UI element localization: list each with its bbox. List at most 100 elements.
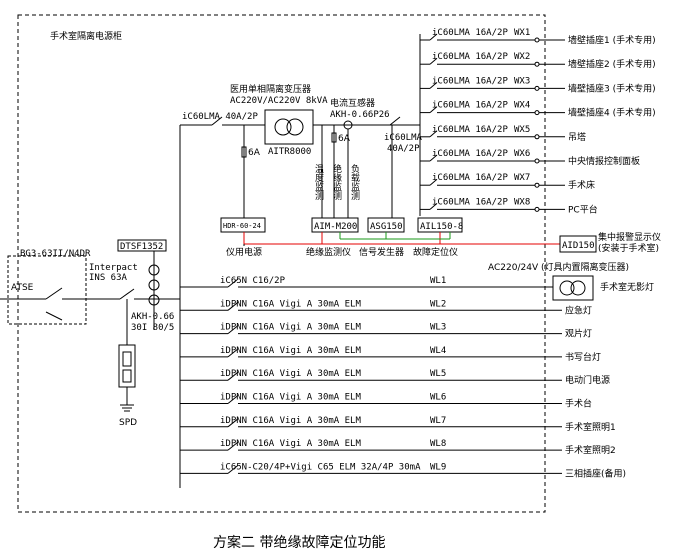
transformer-coil-2: [286, 118, 304, 136]
wl-load: 手术室照明2: [565, 444, 616, 456]
wl-id: WL5: [430, 369, 446, 379]
cabinet-outline: [17, 14, 546, 513]
wl-switch: [227, 348, 239, 358]
lamp-transformer-box: [552, 275, 594, 301]
wx-id: WX8: [514, 197, 530, 207]
wx-switch: [429, 154, 438, 162]
main-breaker-model: BG3-63II/N4DR: [20, 249, 91, 259]
alarm-line2: (安装于手术室): [598, 242, 659, 254]
ct-fuse-label: 6A: [338, 134, 351, 144]
wl-id: WL8: [430, 439, 446, 449]
wx-switch: [429, 106, 438, 113]
wx-breaker-label: iC60LMA 16A/2P: [432, 52, 508, 62]
wx-switch: [429, 178, 438, 186]
wx-id: WX5: [514, 125, 530, 135]
wl-breaker-label: iDPNN C16A Vigi A 30mA ELM: [220, 299, 361, 309]
wx-id: WX6: [514, 149, 530, 159]
wx-terminal: [534, 182, 540, 188]
cabinet-label: 手术室隔离电源柜: [50, 30, 122, 42]
wl-switch: [227, 371, 239, 381]
wl-id: WL2: [430, 299, 446, 309]
wl-load: 书写台灯: [565, 351, 601, 363]
wx-load: PC平台: [568, 203, 598, 215]
transformer-coil-1: [274, 118, 292, 136]
alarm-line1: 集中报警显示仪: [598, 231, 661, 243]
ct-main-line1: AKH-0.66: [131, 312, 174, 322]
wx-breaker-label: iC60LMA 16A/2P: [432, 149, 508, 159]
monitor-temp: 温度监测: [313, 164, 324, 201]
wl-load: 电动门电源: [565, 374, 610, 386]
wx-load: 墙壁插座3 (手术专用): [568, 82, 656, 94]
wx-id: WX7: [514, 173, 530, 183]
wx-terminal: [534, 85, 540, 91]
ats-label: ATSE: [11, 283, 34, 293]
label-insulation: 绝缘监测仪: [306, 246, 351, 258]
wx-terminal: [534, 110, 540, 116]
wl-id: WL6: [430, 393, 446, 403]
wl-switch: [227, 465, 239, 474]
label-fault: 故障定位仪: [413, 246, 458, 258]
wx-terminal: [534, 158, 540, 164]
ats-box: [7, 255, 87, 325]
wl-breaker-label: iDPNN C16A Vigi A 30mA ELM: [220, 416, 361, 426]
wl-load: 手术室照明1: [565, 421, 616, 433]
wl-breaker-label: iDPNN C16A Vigi A 30mA ELM: [220, 346, 361, 356]
wl-breaker-label: iC65N C16/2P: [220, 276, 286, 286]
wl-load: 观片灯: [565, 328, 592, 340]
dtsf-box: [117, 239, 167, 252]
wx-switch: [429, 33, 438, 41]
wl-id: WL7: [430, 416, 446, 426]
main-ct: [148, 294, 160, 306]
wx-switch: [429, 203, 438, 210]
wl-switch: [227, 441, 239, 451]
wl-breaker-label: iDPNN C16A Vigi A 30mA ELM: [220, 439, 361, 449]
wl-load: 应急灯: [565, 304, 592, 316]
wl-id: WL3: [430, 323, 446, 333]
wl-switch: [227, 418, 239, 428]
wx-terminal: [534, 206, 540, 212]
wx-id: WX1: [514, 28, 530, 38]
asg-label: ASG150: [370, 222, 403, 232]
wl-id: WL4: [430, 346, 446, 356]
hdr-label: HDR-60-24: [223, 222, 261, 230]
wl-switch: [227, 301, 239, 311]
left-fuse-label: 6A: [248, 148, 261, 158]
interpact-line1: Interpact: [89, 263, 138, 273]
ail-label: AIL150-8: [420, 222, 463, 232]
wx-load: 手术床: [568, 179, 595, 191]
wx-breaker-label: iC60LMA 16A/2P: [432, 197, 508, 207]
dtsf-ct-1: [148, 264, 160, 276]
ct-label-line2: AKH-0.66P26: [330, 110, 390, 120]
left-breaker-label: iC60LMA 40A/2P: [182, 112, 258, 122]
aim-box: [311, 217, 359, 233]
dtsf-label: DTSF1352: [120, 242, 163, 252]
wx-id: WX3: [514, 76, 530, 86]
wx-load: 吊塔: [568, 131, 586, 143]
wx-switch: [429, 82, 438, 89]
wx-breaker-label: iC60LMA 16A/2P: [432, 173, 508, 183]
ct-label-line1: 电流互感器: [330, 97, 375, 109]
transformer-line2: AC220V/AC220V 8kVA: [230, 96, 328, 106]
monitor-insulation: 绝缘监测: [331, 163, 342, 201]
wx-breaker-label: iC60LMA 16A/2P: [432, 76, 508, 86]
wx-switch: [429, 130, 438, 138]
right-breaker-line1: iC60LMA: [384, 133, 423, 143]
wl-switch: [227, 325, 239, 334]
interpact-line2: INS 63A: [89, 273, 128, 283]
wx-terminal: [534, 61, 540, 67]
dtsf-ct-2: [148, 279, 160, 291]
lamp-coil-1: [559, 280, 575, 296]
hdr-box: [220, 217, 266, 233]
wx-switch: [429, 57, 438, 65]
wx-breaker-label: iC60LMA 16A/2P: [432, 125, 508, 135]
aid-box: [559, 235, 597, 253]
right-breaker-switch: [389, 116, 401, 126]
wl-load: 手术台: [565, 398, 592, 410]
wx-load: 墙壁插座4 (手术专用): [568, 107, 656, 119]
aid-label: AID150: [562, 241, 595, 251]
wl-id: WL9: [430, 462, 446, 472]
caption: 方案二 带绝缘故障定位功能: [213, 534, 385, 551]
